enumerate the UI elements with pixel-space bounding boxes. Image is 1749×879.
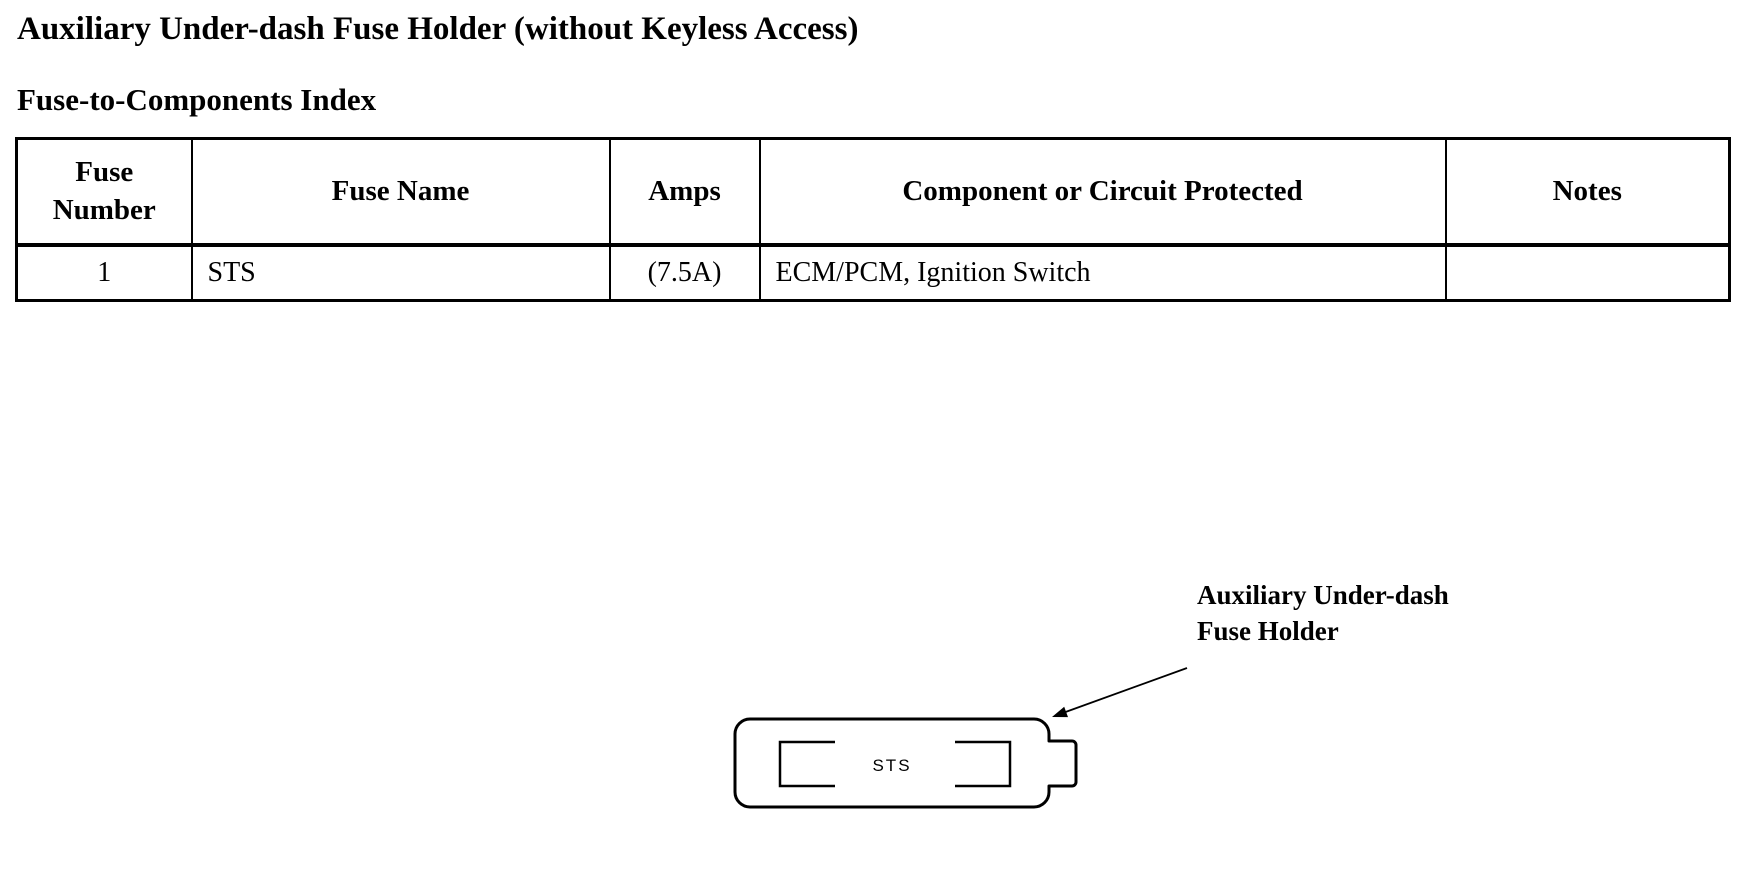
header-fuse-number: Fuse Number [15, 137, 193, 247]
header-notes: Notes [1444, 137, 1731, 247]
fuse-slot-right-bracket [955, 740, 1012, 788]
cell-component: ECM/PCM, Ignition Switch [758, 244, 1447, 302]
cell-fuse-number: 1 [15, 244, 193, 302]
header-fuse-name: Fuse Name [190, 137, 611, 247]
fuse-index-table: Fuse Number Fuse Name Amps Component or … [15, 137, 1731, 302]
cell-notes [1444, 244, 1731, 302]
fuse-holder-outline [733, 717, 1078, 809]
fuse-holder-diagram: STS [733, 667, 1188, 809]
callout-line-1: Auxiliary Under-dash [1197, 580, 1449, 610]
cell-amps: (7.5A) [608, 244, 761, 302]
section-heading: Fuse-to-Components Index [17, 82, 377, 117]
callout-label: Auxiliary Under-dash Fuse Holder [1197, 577, 1449, 649]
callout-arrow [1059, 667, 1188, 715]
table-row: 1 STS (7.5A) ECM/PCM, Ignition Switch [15, 244, 1731, 302]
fuse-slot-left-bracket [778, 740, 835, 788]
callout-line-2: Fuse Holder [1197, 616, 1339, 646]
fuse-slot-label: STS [872, 756, 911, 775]
cell-fuse-name: STS [190, 244, 611, 302]
header-amps: Amps [608, 137, 761, 247]
table-header-row: Fuse Number Fuse Name Amps Component or … [15, 137, 1731, 247]
callout-arrowhead-icon [1052, 706, 1068, 718]
page-title: Auxiliary Under-dash Fuse Holder (withou… [17, 11, 859, 47]
header-component: Component or Circuit Protected [758, 137, 1447, 247]
